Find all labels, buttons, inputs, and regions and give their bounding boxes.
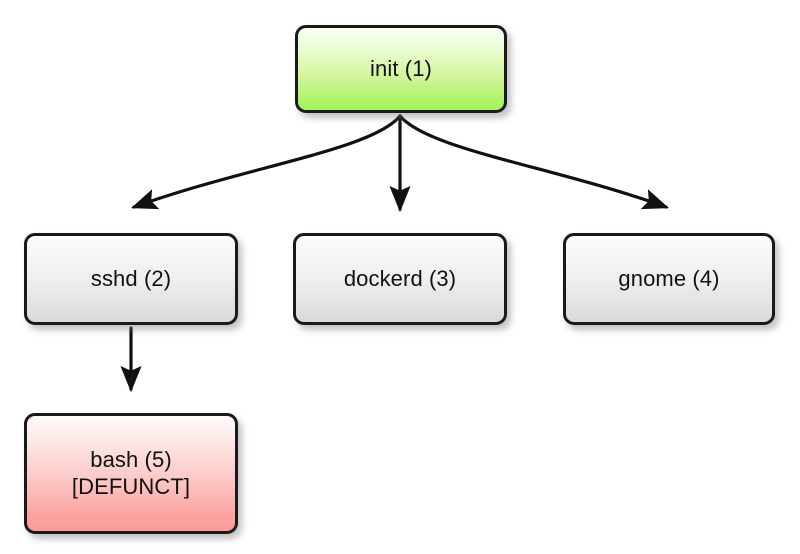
process-node-sshd[interactable]: sshd (2) <box>24 233 238 325</box>
edge-init-to-gnome <box>398 114 670 210</box>
process-node-bash[interactable]: bash (5) [DEFUNCT] <box>24 413 238 534</box>
process-node-gnome-label: gnome (4) <box>618 265 720 291</box>
process-node-sshd-label: sshd (2) <box>90 265 172 291</box>
process-node-init-label: init (1) <box>370 55 432 81</box>
process-node-gnome[interactable]: gnome (4) <box>563 233 775 325</box>
process-node-dockerd-label: dockerd (3) <box>343 265 457 291</box>
edge-init-to-sshd <box>130 114 402 210</box>
process-node-init[interactable]: init (1) <box>295 25 507 113</box>
process-node-dockerd[interactable]: dockerd (3) <box>293 233 507 325</box>
process-node-bash-label: bash (5) [DEFUNCT] <box>71 446 191 499</box>
